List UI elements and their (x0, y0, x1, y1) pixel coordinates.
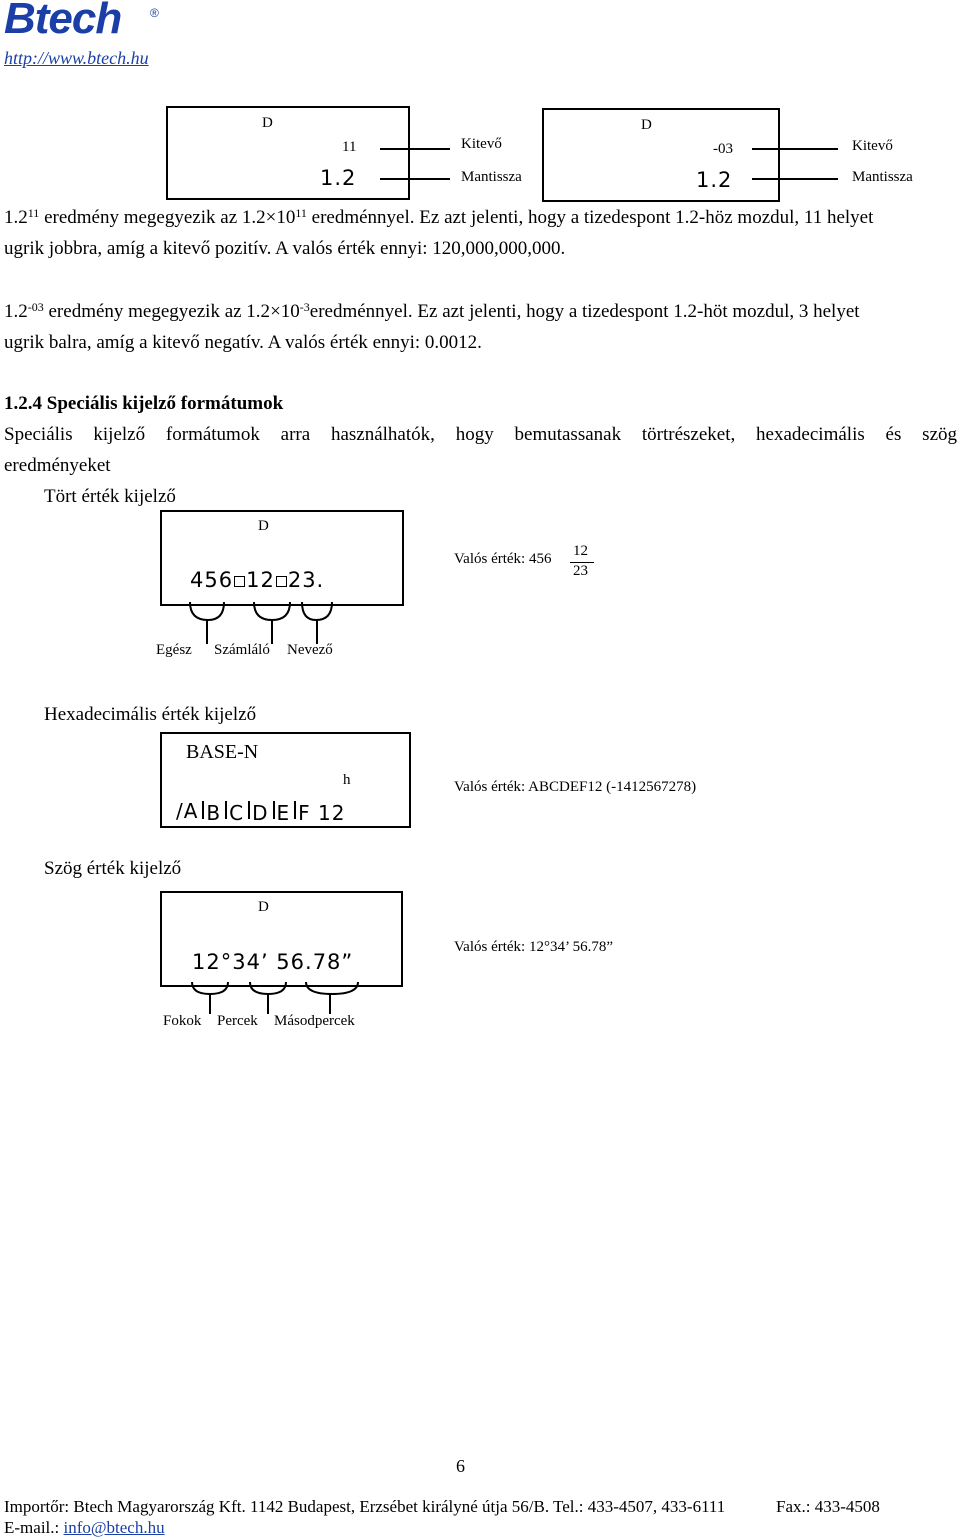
hex-title: Hexadecimális érték kijelző (44, 704, 257, 725)
whole-brace (189, 601, 225, 622)
fraction-real-value: Valós érték: 456 (454, 551, 552, 567)
exponent-pointer-line (752, 148, 838, 150)
exponent-value: -03 (713, 141, 733, 157)
email-label: E-mail.: (4, 1518, 64, 1537)
fraction-braces (189, 601, 333, 644)
hex-digit: D (248, 801, 268, 825)
hex-indicator: h (343, 772, 351, 788)
numerator-part: 12 (246, 568, 275, 592)
angle-lcd (160, 891, 403, 987)
email-line: E-mail.: info@btech.hu (4, 1518, 165, 1538)
section-intro-line1: Speciális kijelző formátumok arra haszná… (4, 424, 957, 445)
angle-real-value: Valós érték: 12°34’ 56.78” (454, 939, 614, 955)
exponent-label: Kitevő (461, 136, 502, 152)
email-link[interactable]: info@btech.hu (63, 1518, 165, 1537)
mantissa-pointer-line (752, 178, 838, 180)
minutes-brace (249, 981, 287, 996)
page-number: 6 (456, 1456, 465, 1476)
exponent-value: 11 (342, 139, 357, 155)
mode-indicator: BASE-N (186, 741, 259, 763)
mode-indicator: D (262, 115, 273, 131)
denominator-brace (301, 601, 333, 622)
numerator-brace (253, 601, 291, 622)
fraction-real-denominator: 23 (573, 563, 588, 579)
fraction-bar (570, 562, 594, 563)
fraction-title: Tört érték kijelző (44, 486, 176, 507)
fax-number: Fax.: 433-4508 (776, 1497, 880, 1516)
mode-indicator: D (258, 899, 269, 915)
lcd-display (166, 106, 410, 200)
hex-lcd (160, 732, 411, 828)
separator-mark (234, 576, 246, 587)
mode-indicator: D (641, 117, 652, 133)
label-minutes: Percek (217, 1013, 258, 1029)
fraction-lcd (160, 510, 404, 606)
exponent-pointer-line (380, 148, 450, 150)
paragraph-positive-exponent: 1.211 eredmény megegyezik az 1.2×1011 er… (4, 206, 874, 259)
mantissa-value: 1.2 (320, 166, 357, 190)
degrees-brace (191, 981, 229, 996)
seconds-brace (305, 981, 359, 996)
exponent-label: Kitevő (852, 138, 893, 154)
mantissa-value: 1.2 (696, 168, 733, 192)
section-heading: 1.2.4 Speciális kijelző formátumok (4, 393, 284, 414)
hex-digit: E (272, 801, 291, 825)
mode-indicator: D (258, 518, 269, 534)
paragraph-negative-exponent: 1.2-03 eredmény megegyezik az 1.2×10-3er… (4, 300, 860, 353)
angle-braces (191, 981, 359, 1014)
label-seconds: Másodpercek (274, 1013, 355, 1029)
angle-title: Szög érték kijelző (44, 858, 182, 879)
fraction-real-numerator: 12 (573, 543, 588, 559)
registered-mark: ® (150, 6, 159, 20)
mantissa-pointer-line (380, 178, 450, 180)
denominator-part: 23. (287, 568, 325, 592)
hex-digit: F 12 (294, 801, 345, 825)
hex-real-value: Valós érték: ABCDEF12 (-1412567278) (454, 779, 697, 795)
lcd-display (542, 108, 780, 202)
angle-display: 12°34’ 56.78” (192, 950, 354, 974)
website-link[interactable]: http://www.btech.hu (4, 48, 149, 68)
hex-digit: B (202, 801, 221, 825)
section-intro-line2: eredményeket (4, 455, 111, 476)
label-degrees: Fokok (163, 1013, 202, 1029)
fraction-display: 456 12 23. (190, 568, 324, 592)
hex-digit: C (225, 801, 244, 825)
mantissa-label: Mantissza (852, 169, 913, 185)
label-denominator: Nevező (287, 642, 333, 658)
hex-digit: /A (176, 799, 199, 823)
label-numerator: Számláló (214, 642, 270, 658)
label-whole: Egész (156, 642, 192, 658)
mantissa-label: Mantissza (461, 169, 522, 185)
separator-mark (275, 576, 287, 587)
whole-part: 456 (190, 568, 234, 592)
importer-line: Importőr: Btech Magyarország Kft. 1142 B… (4, 1497, 726, 1516)
btech-logo: Btech (4, 0, 122, 43)
